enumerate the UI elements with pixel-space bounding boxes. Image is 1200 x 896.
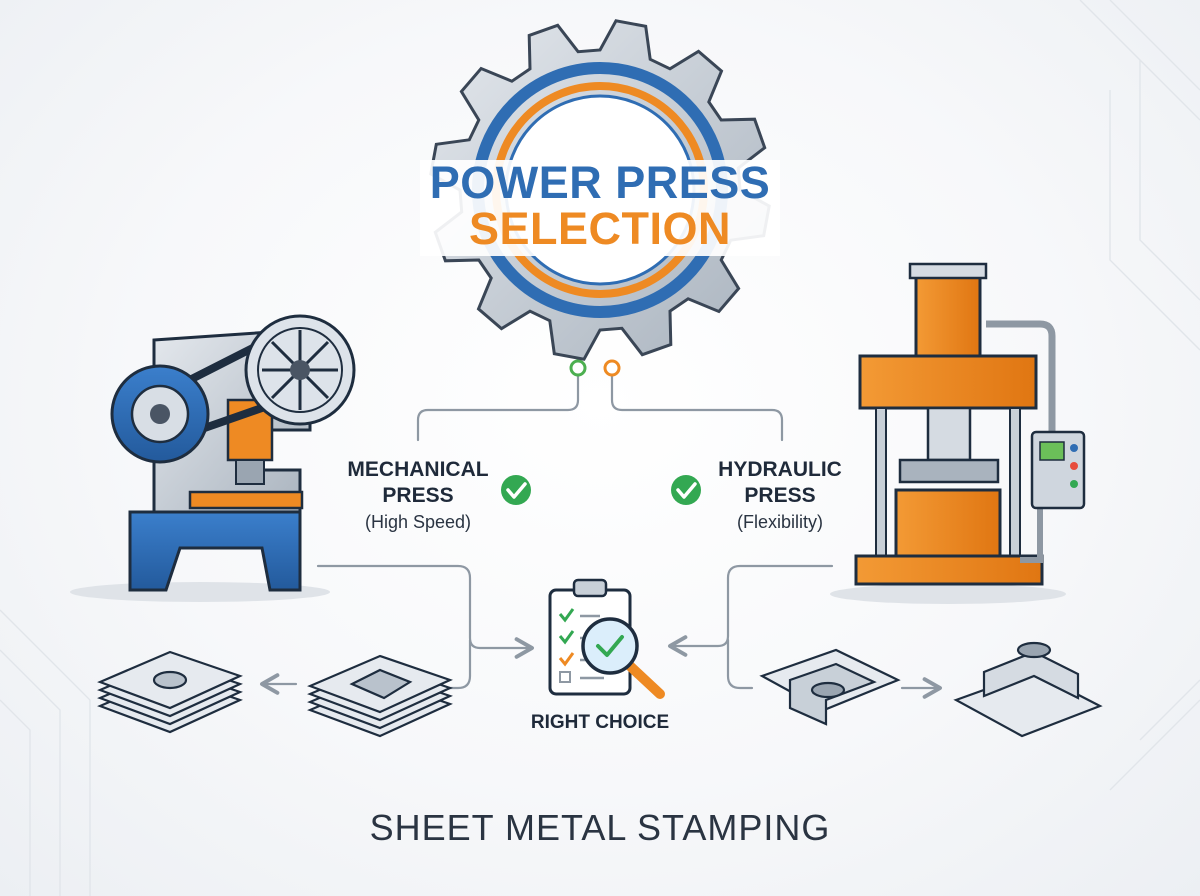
hydraulic-press-title: HYDRAULIC (718, 458, 842, 481)
hydraulic-press-title-2: PRESS (744, 484, 815, 507)
title-band (420, 160, 780, 256)
connector-right-part (726, 638, 754, 690)
title-line-1: POWER PRESS (430, 157, 771, 208)
connector-left-stack (446, 638, 472, 690)
sheet-stack-icon (307, 654, 453, 738)
hydraulic-press-subtitle: (Flexibility) (737, 512, 823, 532)
connector-node-right (603, 359, 621, 377)
check-icon (501, 475, 531, 505)
mechanical-press-icon (70, 314, 356, 602)
hydraulic-press-icon (830, 262, 1086, 604)
mechanical-press-title: MECHANICAL (347, 458, 488, 481)
check-icon (671, 475, 701, 505)
stamped-part-icon (953, 641, 1103, 738)
connector-left-top (416, 368, 580, 442)
connector-right-bottom (668, 564, 834, 657)
title-line-2: SELECTION (469, 203, 731, 254)
mechanical-press-subtitle: (High Speed) (365, 512, 471, 532)
magnifier-icon (581, 617, 665, 699)
footer-title: SHEET METAL STAMPING (370, 807, 831, 848)
sheet-stack-icon (97, 650, 243, 734)
connector-node-left (569, 359, 587, 377)
connector-left-bottom (316, 564, 534, 659)
mechanical-press-title-2: PRESS (382, 484, 453, 507)
connector-right-top (610, 368, 784, 442)
connector-lines (260, 368, 942, 699)
right-choice-label: RIGHT CHOICE (531, 712, 669, 733)
stamped-part-icon (759, 648, 901, 726)
